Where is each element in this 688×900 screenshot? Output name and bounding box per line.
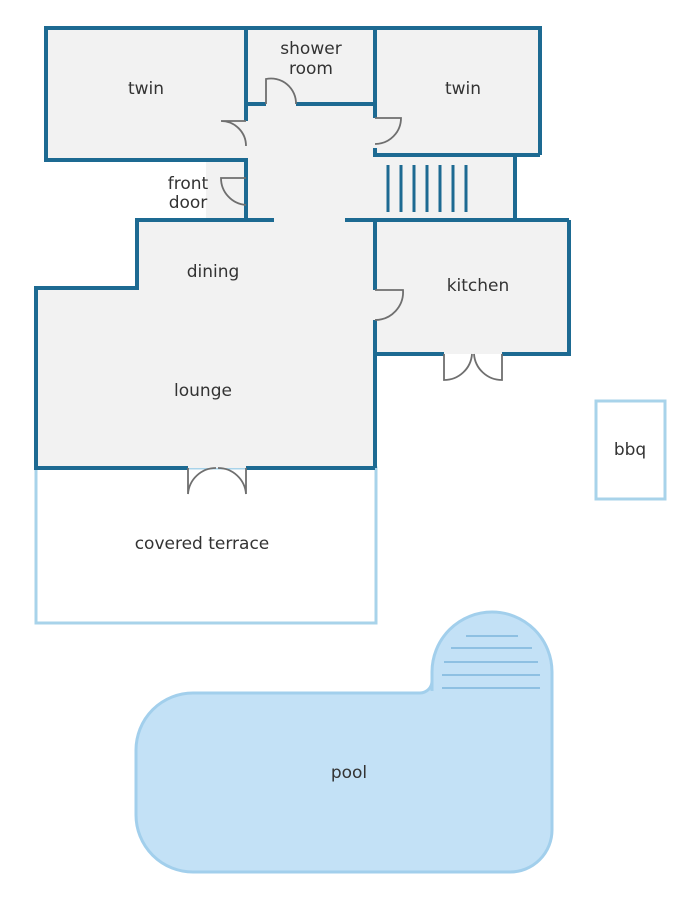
door-kitchen xyxy=(374,289,404,321)
door-kitchen-patio-right xyxy=(473,353,503,381)
dining-lounge-floor xyxy=(36,220,375,468)
twin-right-floor xyxy=(375,28,540,155)
pool-steps xyxy=(442,635,540,689)
door-front xyxy=(220,177,247,206)
door-twin-left xyxy=(220,120,247,147)
wall-dining-lounge xyxy=(34,218,246,470)
covered-terrace-label: covered terrace xyxy=(135,534,270,554)
door-lounge-terrace-left xyxy=(187,467,217,495)
door-lounge-terrace-right xyxy=(217,467,247,495)
shower-room-floor xyxy=(246,28,375,104)
twin-left-label: twin xyxy=(128,79,164,99)
kitchen-label: kitchen xyxy=(447,276,510,296)
kitchen-floor xyxy=(375,222,569,354)
room-fills xyxy=(36,28,569,468)
wall-twin-left xyxy=(44,26,542,162)
dining-label: dining xyxy=(187,262,240,282)
shower-room-label-line2: room xyxy=(289,59,333,79)
pool-shape xyxy=(134,610,554,874)
twin-right-label: twin xyxy=(445,79,481,99)
covered-terrace-area xyxy=(34,466,378,625)
twin-left-floor xyxy=(46,28,246,160)
hall-floor xyxy=(246,104,375,222)
pool-label: pool xyxy=(331,763,367,783)
room-labels: twin shower room twin front door dining … xyxy=(128,39,646,783)
door-shower-room xyxy=(265,77,297,105)
lounge-label: lounge xyxy=(174,381,232,401)
bbq-label: bbq xyxy=(614,440,646,460)
front-door-floor xyxy=(206,160,246,220)
front-door-label-line1: front xyxy=(168,174,209,194)
bbq-area xyxy=(594,399,667,501)
stair-floor xyxy=(375,155,515,220)
shower-room-label-line1: shower xyxy=(280,39,341,59)
walls xyxy=(34,26,571,470)
doors xyxy=(187,77,503,495)
wall-stair xyxy=(375,153,517,220)
door-twin-right xyxy=(374,117,402,145)
front-door-label-line2: door xyxy=(169,193,208,213)
door-kitchen-patio-left xyxy=(443,353,473,381)
staircase xyxy=(386,165,468,212)
wall-kitchen xyxy=(502,220,571,356)
